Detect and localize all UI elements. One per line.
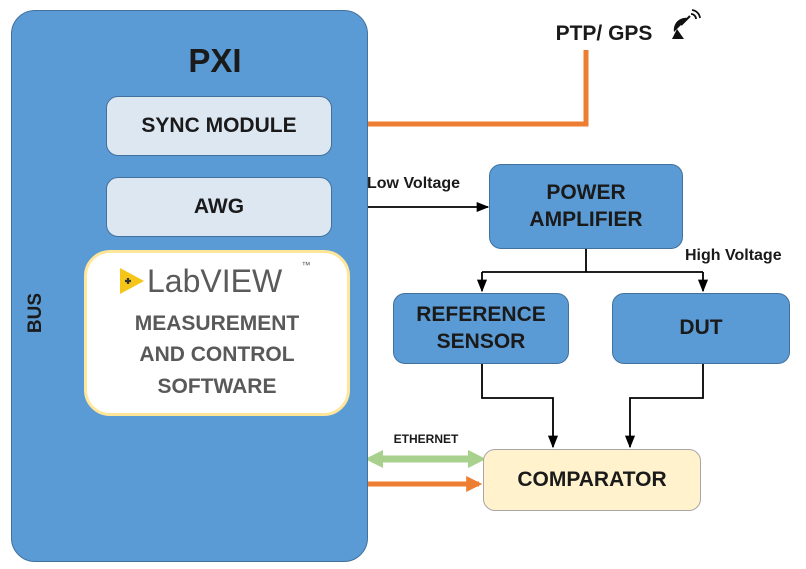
reference-sensor-label: REFERENCE SENSOR xyxy=(416,303,546,353)
labview-logo-text: LabVIEW xyxy=(147,263,283,299)
sensor-to-comparator-link xyxy=(481,364,559,449)
comparator-label: COMPARATOR xyxy=(517,467,667,491)
dut-to-comparator-link xyxy=(624,364,704,449)
ptp-to-sync-link xyxy=(336,50,589,133)
awg-node[interactable]: AWG xyxy=(106,177,332,237)
labview-software-node[interactable]: LabVIEW ™ MEASUREMENT AND CONTROL SOFTWA… xyxy=(84,250,350,416)
satellite-dish-icon xyxy=(672,9,701,39)
sync-module-node[interactable]: SYNC MODULE xyxy=(106,96,332,156)
pxi-title: PXI xyxy=(188,42,242,80)
high-voltage-label: High Voltage xyxy=(685,247,782,264)
labview-logo-icon xyxy=(120,268,144,294)
comparator-node[interactable]: COMPARATOR xyxy=(483,449,701,511)
awg-label: AWG xyxy=(193,194,245,218)
power-amplifier-node[interactable]: POWER AMPLIFIER xyxy=(489,164,683,249)
dut-label: DUT xyxy=(679,316,723,340)
low-voltage-label: Low Voltage xyxy=(367,175,461,192)
ethernet-label: ETHERNET xyxy=(393,431,459,446)
dut-node[interactable]: DUT xyxy=(612,293,790,364)
bus-label: BUS xyxy=(25,292,47,334)
reference-sensor-node[interactable]: REFERENCE SENSOR xyxy=(393,293,569,364)
labview-trademark: ™ xyxy=(301,260,311,271)
power-amplifier-label: POWER AMPLIFIER xyxy=(529,181,643,231)
labview-caption: MEASUREMENT AND CONTROL SOFTWARE xyxy=(134,311,300,398)
sync-module-label: SYNC MODULE xyxy=(141,113,297,137)
ptp-gps-label: PTP/ GPS xyxy=(555,21,653,45)
